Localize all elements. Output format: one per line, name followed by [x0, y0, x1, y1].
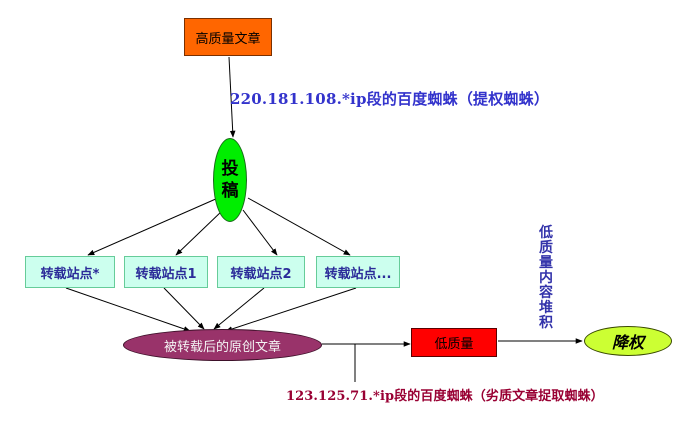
- node-high-quality-article: 高质量文章: [184, 18, 272, 56]
- arrow-site-3-to-reprinted: [225, 287, 357, 332]
- accumulate-char-5: 容: [539, 285, 553, 301]
- node-reprinted-original-label: 被转载后的原创文章: [163, 339, 281, 355]
- accumulate-char-2: 质: [539, 240, 553, 256]
- node-site-1: 转载站点1: [124, 256, 208, 288]
- node-demote: 降权: [584, 326, 672, 356]
- node-reprinted-original: 被转载后的原创文章: [123, 329, 322, 361]
- node-site-2-label: 转载站点2: [230, 266, 292, 282]
- accumulate-char-6: 堆: [539, 300, 553, 316]
- arrow-site-2-to-reprinted: [213, 287, 265, 330]
- node-site-more-label: 转载站点...: [324, 266, 392, 282]
- arrow-submit-to-site-3: [247, 197, 351, 256]
- node-submit-char-1: 投: [221, 159, 239, 179]
- node-low-quality: 低质量: [411, 328, 497, 357]
- spider-top-label: 220.181.108.*ip段的百度蜘蛛（提权蜘蛛）: [230, 90, 550, 108]
- spider-bottom-label: 123.125.71.*ip段的百度蜘蛛（劣质文章捉取蜘蛛）: [286, 389, 604, 404]
- arrow-submit-to-site-2: [242, 209, 278, 256]
- arrow-site-1-to-reprinted: [163, 287, 205, 330]
- node-demote-label: 降权: [611, 333, 644, 352]
- node-submit-char-2: 稿: [221, 181, 239, 201]
- node-site-2: 转载站点2: [217, 256, 305, 288]
- accumulate-char-3: 量: [539, 255, 553, 271]
- arrow-submit-to-site-1: [175, 209, 224, 256]
- node-site-1-label: 转载站点1: [135, 266, 197, 282]
- node-low-quality-label: 低质量: [434, 337, 474, 352]
- node-submit: 投 稿: [213, 138, 247, 222]
- node-high-quality-article-label: 高质量文章: [195, 31, 261, 47]
- accumulate-char-7: 积: [539, 315, 553, 331]
- accumulate-label: 低 质 量 内 容 堆 积: [536, 226, 556, 331]
- accumulate-char-4: 内: [539, 270, 553, 286]
- node-site-star-label: 转载站点*: [40, 266, 100, 282]
- accumulate-char-1: 低: [539, 225, 553, 241]
- arrow-site-0-to-reprinted: [65, 287, 191, 332]
- arrow-top-to-submit: [228, 56, 236, 138]
- node-site-more: 转载站点...: [316, 256, 400, 288]
- node-site-star: 转载站点*: [25, 256, 115, 288]
- arrow-submit-to-site-0: [87, 197, 219, 256]
